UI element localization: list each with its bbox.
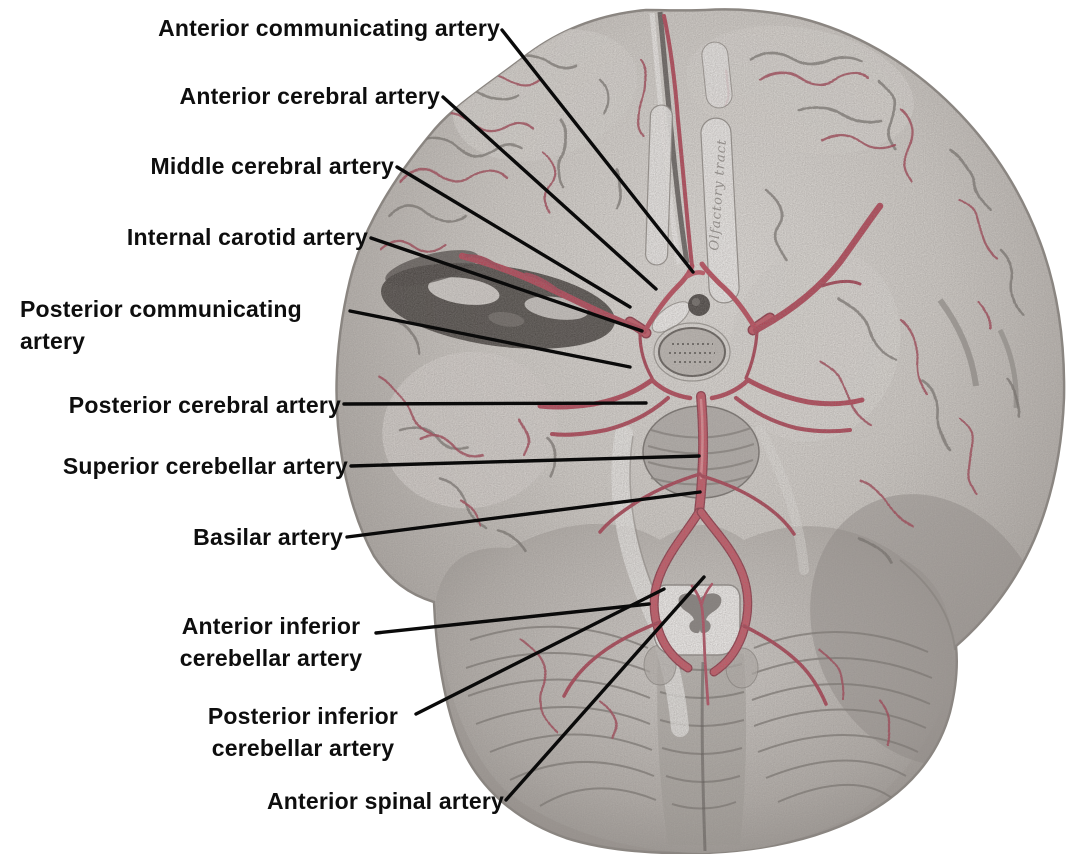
- leader-anterior-inferior-cerebellar-artery: [374, 602, 651, 635]
- label-text: cerebellar artery: [179, 644, 363, 671]
- leader-anterior-spinal-artery: [504, 575, 706, 802]
- label-anterior-spinal-artery: Anterior spinal artery: [267, 786, 504, 818]
- label-posterior-cerebral-artery: Posterior cerebral artery: [69, 390, 341, 422]
- label-text: artery: [20, 327, 86, 354]
- leader-middle-cerebral-artery: [395, 165, 632, 309]
- leader-internal-carotid-artery: [369, 236, 644, 333]
- label-anterior-inferior-cerebellar-artery: Anterior inferior cerebellar artery: [166, 611, 376, 674]
- leader-superior-cerebellar-artery: [349, 454, 701, 468]
- label-text: Anterior communicating artery: [158, 15, 500, 41]
- label-posterior-inferior-cerebellar-artery: Posterior inferior cerebellar artery: [192, 701, 414, 764]
- label-text: Posterior cerebral artery: [68, 392, 341, 418]
- leader-posterior-communicating-artery: [348, 309, 632, 369]
- label-text: Anterior inferior: [181, 613, 361, 639]
- label-anterior-cerebral-artery: Anterior cerebral artery: [180, 81, 440, 113]
- label-middle-cerebral-artery: Middle cerebral artery: [151, 151, 394, 183]
- leader-posterior-cerebral-artery: [342, 401, 648, 406]
- label-text: Anterior cerebral artery: [179, 83, 440, 109]
- leader-anterior-cerebral-artery: [441, 95, 658, 291]
- engraving-grain: [336, 9, 1065, 854]
- leader-lines: [342, 28, 706, 802]
- label-basilar-artery: Basilar artery: [193, 522, 343, 554]
- label-superior-cerebellar-artery: Superior cerebellar artery: [63, 451, 348, 483]
- label-anterior-communicating-artery: Anterior communicating artery: [158, 13, 500, 45]
- label-text: Internal carotid artery: [126, 224, 368, 250]
- label-text: Posterior communicating: [20, 296, 302, 322]
- label-text: cerebellar artery: [211, 734, 395, 761]
- label-text: Anterior spinal artery: [266, 788, 504, 814]
- leader-anterior-communicating-artery: [500, 28, 695, 274]
- label-text: Superior cerebellar artery: [62, 453, 348, 479]
- leader-posterior-inferior-cerebellar-artery: [414, 587, 666, 716]
- leader-basilar-artery: [345, 490, 702, 539]
- label-posterior-communicating-artery: Posterior communicating artery: [20, 294, 302, 357]
- label-text: Posterior inferior: [207, 703, 399, 729]
- label-text: Middle cerebral artery: [150, 153, 394, 179]
- label-internal-carotid-artery: Internal carotid artery: [127, 222, 368, 254]
- label-text: Basilar artery: [193, 524, 343, 550]
